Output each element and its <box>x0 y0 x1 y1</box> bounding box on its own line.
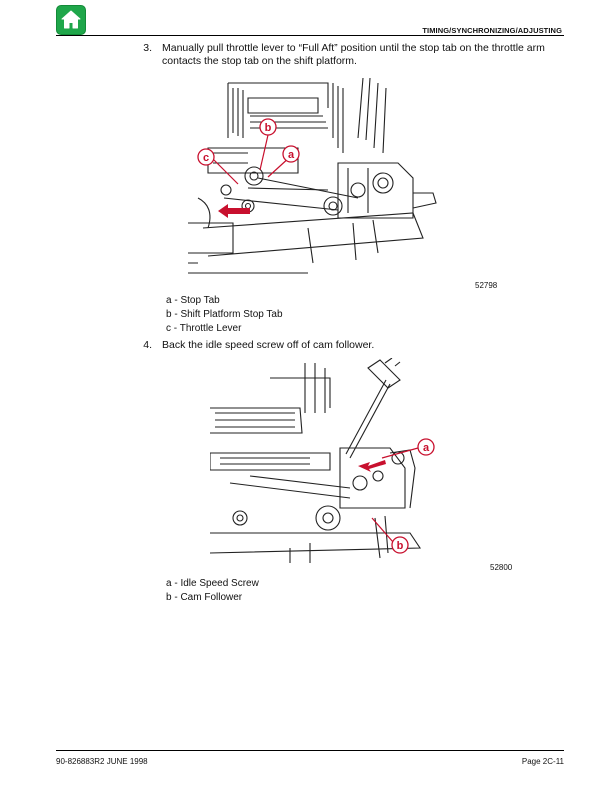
callout-c-label: c <box>203 152 209 164</box>
step-text: Manually pull throttle lever to “Full Af… <box>162 42 545 67</box>
step-3: 3. Manually pull throttle lever to “Full… <box>143 42 570 68</box>
callout-b <box>391 536 409 554</box>
callout-a <box>282 145 300 163</box>
legend-item: b - Cam Follower <box>166 592 243 603</box>
step-text: Back the idle speed screw off of cam fol… <box>162 339 375 351</box>
legend-item: c - Throttle Lever <box>166 323 242 334</box>
figure-number: 52800 <box>490 563 513 572</box>
header-rule <box>56 35 564 36</box>
step-number: 3. <box>143 42 152 54</box>
step-number: 4. <box>143 339 152 351</box>
figure-2-legend: a - Idle Speed Screw b - Cam Follower <box>166 577 259 605</box>
footer-document-id: 90-826883R2 JUNE 1998 <box>56 757 148 766</box>
callout-a-label: a <box>288 149 295 161</box>
legend-item: b - Shift Platform Stop Tab <box>166 309 283 320</box>
legend-item: a - Stop Tab <box>166 295 220 306</box>
figure-idle-speed-screw: a b <box>210 358 435 563</box>
callout-b-label: b <box>265 122 272 134</box>
footer-page-number: Page 2C-11 <box>521 757 564 766</box>
figure-number: 52798 <box>475 281 498 290</box>
footer-rule <box>56 750 564 751</box>
section-title: TIMING/SYNCHRONIZING/ADJUSTING <box>422 26 562 35</box>
callout-a <box>417 438 435 456</box>
legend-item: a - Idle Speed Screw <box>166 578 259 589</box>
figure-throttle-stop-tab: b a c <box>188 78 437 274</box>
callout-a-label: a <box>423 442 430 454</box>
home-icon <box>61 10 81 29</box>
callout-c <box>197 148 215 166</box>
callout-b-label: b <box>397 540 404 552</box>
step-4: 4. Back the idle speed screw off of cam … <box>143 339 570 352</box>
home-button[interactable] <box>56 5 86 35</box>
callout-b <box>259 118 277 136</box>
figure-1-legend: a - Stop Tab b - Shift Platform Stop Tab… <box>166 294 283 336</box>
